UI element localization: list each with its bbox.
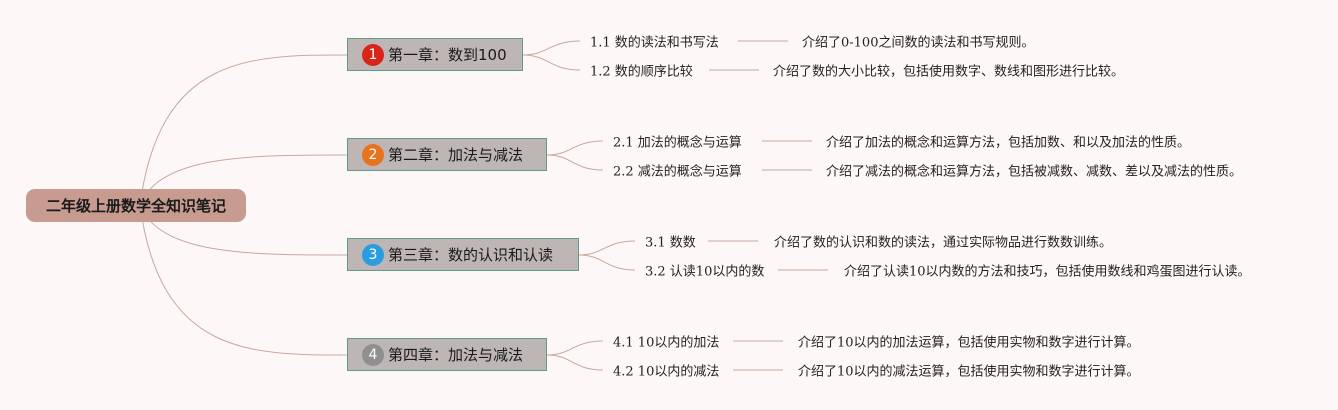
subtopic-node[interactable]: 4.1 10以内的加法 [613,335,720,351]
chapter-title: 第一章：数到100 [388,46,507,64]
subtopic-description[interactable]: 介绍了0-100之间数的读法和书写规则。 [802,35,1035,51]
number-badge-icon: 3 [362,243,384,266]
subtopic-node[interactable]: 3.2 认读10以内的数 [645,264,765,280]
subtopic-node[interactable]: 3.1 数数 [645,235,696,251]
subtopic-node[interactable]: 2.1 加法的概念与运算 [613,135,742,151]
subtopic-description[interactable]: 介绍了数的大小比较，包括使用数字、数线和图形进行比较。 [773,64,1125,80]
subtopic-node[interactable]: 4.2 10以内的减法 [613,364,720,380]
root-topic[interactable]: 二年级上册数学全知识笔记 [26,189,246,222]
subtopic-node[interactable]: 1.2 数的顺序比较 [590,64,693,80]
subtopic-description[interactable]: 介绍了数的认识和数的读法，通过实际物品进行数数训练。 [774,235,1113,251]
sub-branch-line [546,140,604,156]
sub-branch-line [522,40,581,56]
chapter-title: 第四章：加法与减法 [388,346,524,364]
sub-branch-line [546,154,604,171]
subtopic-description[interactable]: 介绍了10以内的加法运算，包括使用实物和数字进行计算。 [798,335,1140,351]
number-badge-icon: 4 [362,343,384,366]
number-badge-icon: 2 [362,143,384,166]
sub-branch-line [546,354,604,371]
sub-branch-line [578,240,636,256]
root-branch-line [139,154,348,206]
chapter-title: 第二章：加法与减法 [388,146,524,164]
root-branch-line [139,54,348,206]
chapter-title: 第三章：数的认识和认读 [388,246,554,264]
sub-branch-line [546,340,604,356]
subtopic-description[interactable]: 介绍了减法的概念和运算方法，包括被减数、减数、差以及减法的性质。 [826,164,1243,180]
subtopic-node[interactable]: 1.1 数的读法和书写法 [590,35,719,51]
root-branch-line [139,204,348,356]
subtopic-description[interactable]: 介绍了认读10以内数的方法和技巧，包括使用数线和鸡蛋图进行认读。 [844,264,1251,280]
subtopic-description[interactable]: 介绍了10以内的减法运算，包括使用实物和数字进行计算。 [798,364,1140,380]
sub-branch-line [578,254,636,271]
sub-branch-line [522,54,581,71]
subtopic-description[interactable]: 介绍了加法的概念和运算方法，包括加数、和以及加法的性质。 [826,135,1191,151]
number-badge-icon: 1 [362,43,384,66]
subtopic-node[interactable]: 2.2 减法的概念与运算 [613,164,742,180]
